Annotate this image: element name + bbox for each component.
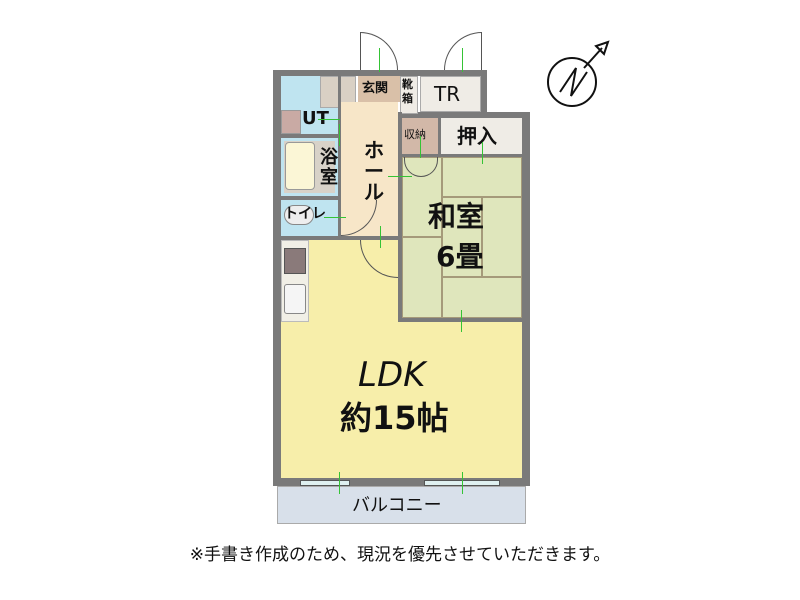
room-label-ut: UT [302, 108, 329, 129]
window-left[interactable] [300, 480, 350, 486]
disclaimer-note: ※手書き作成のため、現況を優先させていただきます。 [189, 545, 611, 565]
stove-icon [284, 248, 306, 274]
shoe-cabinet [400, 76, 418, 114]
toilet-bowl [284, 205, 314, 225]
room-label-ldk-size: 約15帖 [340, 399, 449, 437]
wall-bath-toilet [281, 196, 341, 200]
room-label-toilet: トイレ [284, 206, 326, 222]
wall-top-left [273, 70, 485, 76]
flow-arrow [379, 48, 380, 72]
room-label-shoe-cabinet: 靴 箱 [402, 78, 413, 105]
room-oshiire [441, 118, 522, 154]
bathtub [285, 142, 315, 190]
flow-arrow [380, 226, 381, 248]
tatami-6 [442, 277, 522, 318]
wall-storage-oshiire [438, 118, 441, 154]
wall-toilet-ldk [281, 236, 401, 240]
room-genkan [358, 76, 400, 102]
room-ldk-lower [281, 322, 522, 478]
sink-icon [284, 284, 306, 314]
room-label-washitsu: 和室 [428, 200, 485, 233]
wall-left [273, 70, 281, 486]
flow-arrow [388, 176, 412, 177]
tatami-2 [402, 237, 442, 318]
flow-arrow [420, 136, 421, 158]
flow-arrow [462, 472, 463, 494]
flow-arrow [318, 119, 340, 120]
wall-bottom [273, 478, 530, 486]
room-tr [420, 76, 481, 112]
room-label-storage: 収納 [404, 128, 426, 141]
wall-ut-bath [281, 134, 341, 138]
room-label-washitsu-size: 6畳 [436, 240, 484, 273]
room-label-genkan: 玄関 [362, 81, 389, 96]
north-arrow-icon [547, 40, 610, 107]
room-label-hall: ホ ー ル [364, 138, 384, 204]
compass [540, 38, 612, 110]
wall-washitsu-ldk [398, 318, 522, 322]
balcony [277, 486, 526, 524]
tatami-5 [482, 197, 522, 277]
room-label-ldk: LDK [358, 355, 426, 395]
room-label-bath: 浴 室 [320, 147, 338, 188]
flow-arrow [339, 472, 340, 494]
wall-top-right [398, 112, 528, 118]
wall-closets-washitsu [402, 154, 522, 157]
room-label-balcony: バルコニー [352, 495, 442, 516]
wall-wet-hall [338, 76, 341, 240]
wall-right [522, 112, 530, 486]
flow-arrow [462, 48, 463, 72]
flow-arrow [324, 217, 346, 218]
room-label-tr: TR [434, 82, 461, 106]
ut-sink [281, 110, 301, 134]
flow-arrow [461, 310, 462, 332]
tatami-4 [442, 197, 482, 277]
flow-arrow [482, 142, 483, 164]
tr-door [444, 32, 482, 72]
room-label-oshiire: 押入 [457, 124, 497, 148]
wall-hall-right [398, 112, 402, 320]
wall-tr-right [481, 70, 487, 116]
flow-arrow [339, 124, 340, 146]
